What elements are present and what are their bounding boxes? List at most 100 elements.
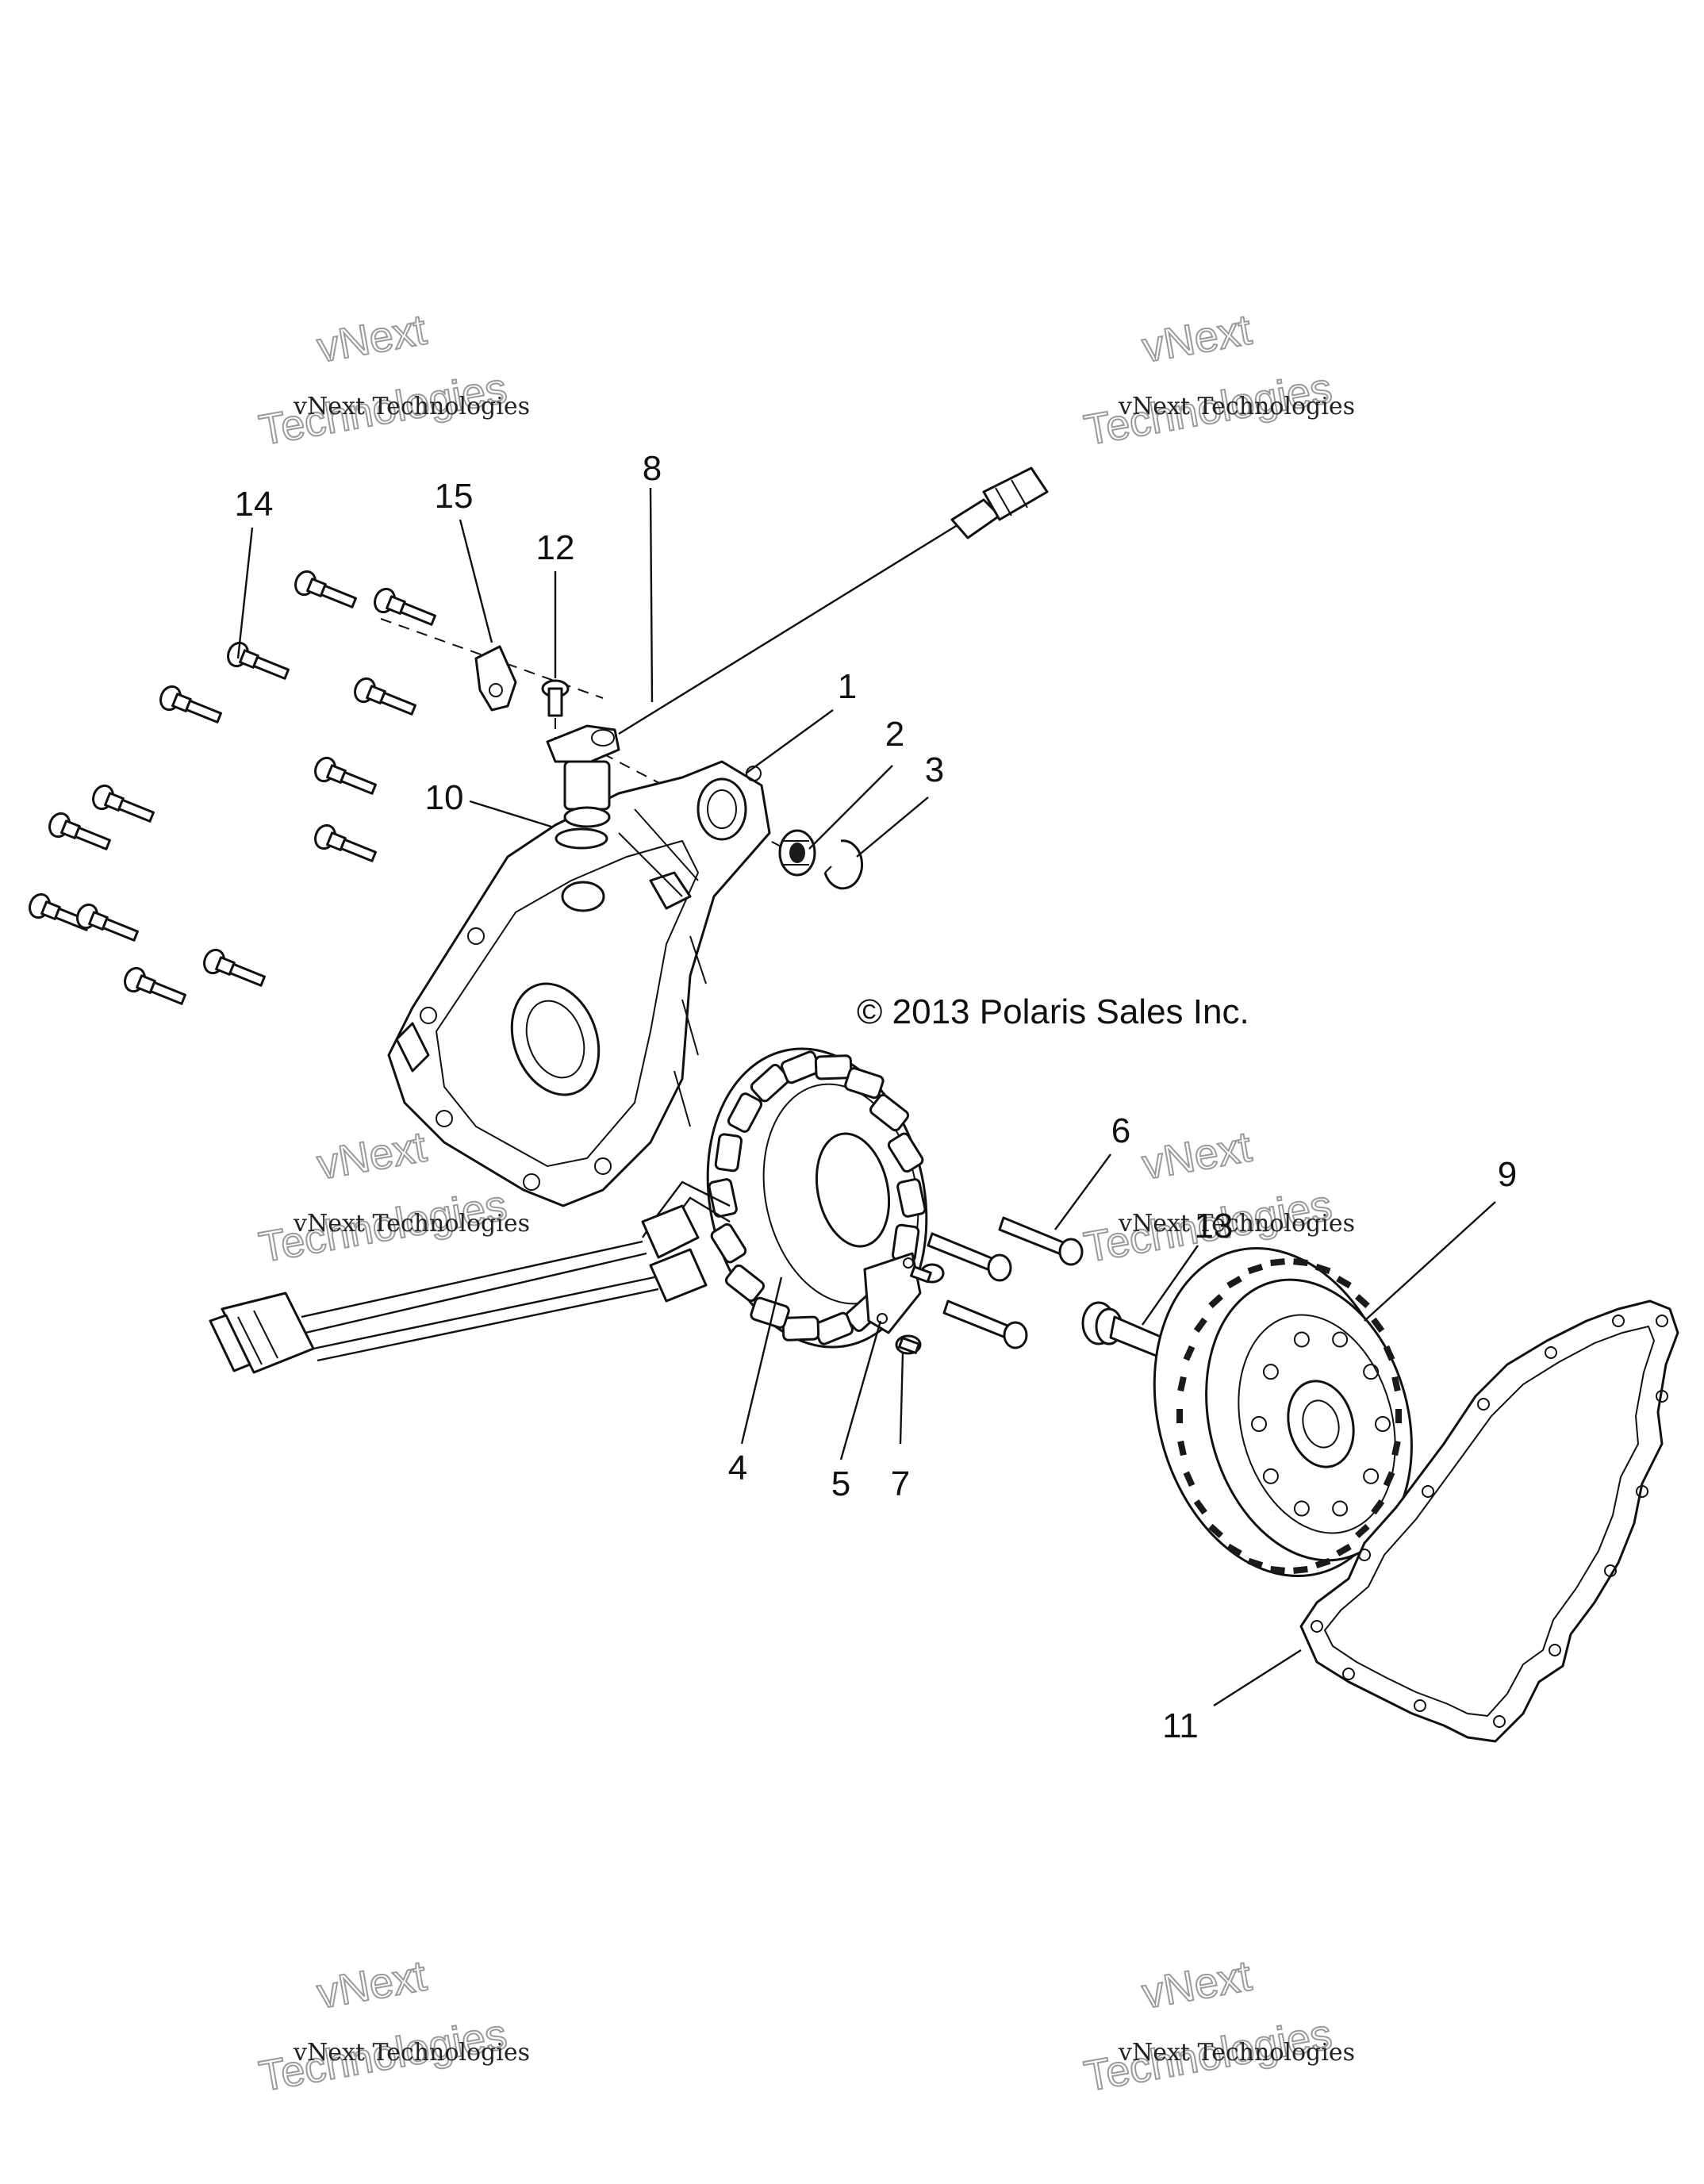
flywheel-slot <box>1293 1258 1308 1266</box>
flywheel-slot <box>1383 1471 1395 1487</box>
flywheel-slot <box>1193 1317 1207 1334</box>
stator-pole <box>724 1264 766 1303</box>
leader-1 <box>745 709 834 774</box>
watermark-top-left: vNext Technologies vNext Technologies <box>255 305 530 455</box>
callout-11: 11 <box>1162 1706 1199 1745</box>
leader-7 <box>899 1352 904 1445</box>
leader-13 <box>1142 1245 1199 1326</box>
flywheel-slot <box>1193 1499 1207 1515</box>
leader-5 <box>839 1320 882 1460</box>
housing-bolt <box>124 966 186 1005</box>
gasket-hole <box>1549 1644 1561 1656</box>
callout-7: 7 <box>891 1464 910 1503</box>
flywheel-slot <box>1391 1376 1401 1392</box>
housing-bolt <box>314 823 377 862</box>
flywheel-slot <box>1226 1276 1242 1289</box>
leader-lines <box>236 487 1496 1707</box>
housing-bolt <box>374 587 436 626</box>
cover-gasket <box>1299 1299 1679 1743</box>
watermark-text: vNext Technologies <box>293 393 530 420</box>
leader-2 <box>808 765 893 850</box>
flywheel-slot <box>1293 1566 1308 1574</box>
stator-pole <box>750 1296 790 1329</box>
stator <box>706 1047 928 1349</box>
flywheel-slot <box>1226 1543 1242 1556</box>
flywheel-hole <box>1293 1331 1310 1348</box>
callout-15: 15 <box>435 477 474 516</box>
flywheel-hole <box>1332 1500 1349 1517</box>
stator-harness <box>209 1180 731 1374</box>
leader-11 <box>1213 1649 1302 1707</box>
harness-clamp <box>474 645 517 712</box>
flywheel-holes <box>1251 1331 1391 1517</box>
bearing <box>778 829 816 877</box>
flywheel-slot <box>1270 1566 1285 1574</box>
callout-13: 13 <box>1195 1207 1234 1246</box>
gasket-hole <box>1342 1668 1355 1680</box>
flywheel-slot <box>1208 1294 1224 1309</box>
leader-9 <box>1364 1201 1496 1322</box>
stator-pole <box>869 1093 910 1132</box>
flywheel-slot <box>1391 1440 1401 1457</box>
flywheel-slot <box>1371 1317 1385 1334</box>
gasket-hole <box>1656 1390 1668 1403</box>
callout-3: 3 <box>925 750 944 789</box>
gasket-holes <box>1311 1315 1668 1728</box>
gasket-hole <box>1493 1715 1506 1728</box>
gasket-hole <box>1358 1549 1371 1561</box>
callout-2: 2 <box>885 715 904 754</box>
speed-sensor <box>546 466 1049 828</box>
stator-housing <box>387 760 771 1207</box>
housing-bolts <box>29 570 436 1005</box>
callout-1: 1 <box>838 667 857 706</box>
flywheel-slot <box>1177 1440 1187 1457</box>
housing-bolt <box>92 784 155 823</box>
flywheel-slot <box>1314 1557 1331 1569</box>
gasket-hole <box>1414 1699 1426 1712</box>
stator-pole <box>781 1315 820 1341</box>
plate-screw-top <box>910 1263 945 1284</box>
watermark-text: vNext Technologies <box>1118 2039 1355 2067</box>
watermark-bottom-left: vNext Technologies vNext Technologies <box>255 1952 530 2101</box>
flywheel-slot <box>1177 1376 1187 1392</box>
housing-bolt <box>76 903 139 942</box>
stator-pole <box>708 1178 738 1218</box>
flywheel-hole <box>1293 1500 1310 1517</box>
stator-pole <box>714 1133 743 1173</box>
watermark-bottom-right: vNext Technologies vNext Technologies <box>1080 1952 1355 2101</box>
flywheel-slot <box>1383 1345 1395 1361</box>
leader-6 <box>1054 1153 1111 1230</box>
sensor-bolt <box>541 679 570 717</box>
flywheel-slot <box>1208 1523 1224 1538</box>
copyright-notice: © 2013 Polaris Sales Inc. <box>857 992 1249 1031</box>
gasket-hole <box>1636 1485 1648 1498</box>
stator-pole <box>844 1067 885 1100</box>
flywheel-hole <box>1251 1416 1267 1432</box>
flywheel-slot <box>1371 1499 1385 1515</box>
callout-5: 5 <box>831 1464 850 1503</box>
flywheel-slot <box>1336 1276 1352 1289</box>
housing-bolt <box>159 685 222 724</box>
gasket-hole <box>1477 1398 1490 1411</box>
leader-14 <box>236 527 254 659</box>
leader-10 <box>469 800 552 828</box>
leader-15 <box>459 519 493 643</box>
watermark-text: vNext Technologies <box>293 1210 530 1238</box>
watermark-vnext: vNext <box>1138 1952 1254 2018</box>
leader-8 <box>649 487 654 703</box>
flywheel-hole <box>1363 1468 1380 1484</box>
watermark-vnext: vNext <box>313 1952 429 2018</box>
flywheel-slot <box>1354 1523 1370 1538</box>
flywheel-slot <box>1183 1345 1195 1361</box>
gasket-hole <box>1311 1620 1323 1633</box>
flywheel-hole <box>1375 1416 1391 1432</box>
stator-pole <box>887 1132 924 1173</box>
housing-bolt <box>48 812 111 850</box>
gasket-hole <box>1612 1315 1625 1327</box>
flywheel-slot <box>1395 1409 1402 1423</box>
flywheel-hole <box>1262 1364 1279 1380</box>
callout-8: 8 <box>643 449 662 488</box>
callout-labels: 1 2 3 4 5 6 7 8 9 10 11 12 13 14 15 <box>235 449 1518 1745</box>
